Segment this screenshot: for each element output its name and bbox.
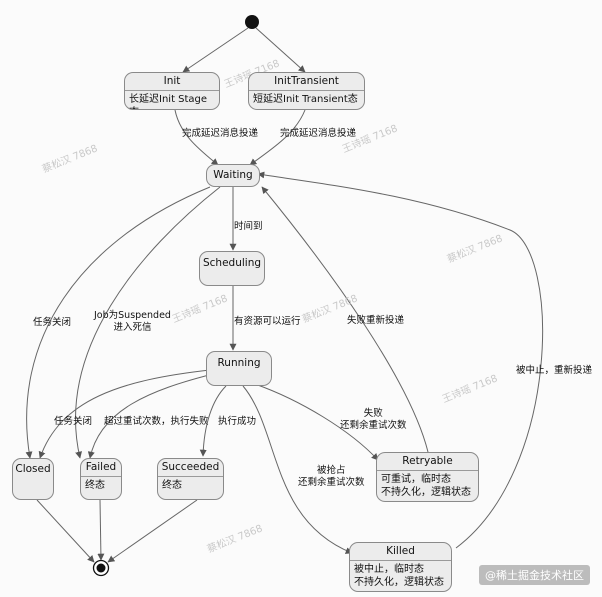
label-waiting-scheduling: 时间到	[234, 221, 263, 232]
edge-closed-end	[36, 499, 95, 563]
state-detail-line: 不持久化，逻辑状态	[381, 487, 471, 498]
label-retryable-waiting: 失败重新投递	[347, 315, 405, 326]
state-detail-line: 可重试，临时态	[381, 474, 451, 485]
state-title: InitTransient	[249, 73, 364, 91]
edge-running-succeeded	[199, 385, 227, 457]
edge-running-closed	[38, 369, 211, 459]
state-failed: Failed 终态	[80, 458, 122, 500]
edge-succeeded-end	[107, 499, 198, 563]
label-running-retryable: 失败 还剩余重试次数	[340, 408, 407, 431]
state-title: Init	[125, 73, 219, 91]
state-title: Retryable	[377, 453, 478, 471]
edge-init-waiting	[174, 109, 219, 166]
state-scheduling: Scheduling	[199, 251, 265, 286]
label-init-waiting: 完成延迟消息投递	[182, 128, 259, 139]
state-init: Init 长延迟Init Stage态	[124, 72, 220, 110]
state-waiting: Waiting	[206, 164, 260, 187]
state-title: Succeeded	[158, 459, 223, 477]
state-succeeded: Succeeded 终态	[157, 458, 224, 500]
edge-killed-waiting	[257, 171, 543, 549]
label-scheduling-running: 有资源可以运行	[234, 316, 301, 327]
state-retryable: Retryable 可重试，临时态 不持久化，逻辑状态	[376, 452, 479, 502]
state-detail: 长延迟Init Stage态	[129, 94, 208, 109]
edge-waiting-failed	[75, 186, 221, 459]
edge-retryable-waiting	[261, 186, 429, 453]
state-title: Waiting	[213, 169, 253, 181]
end-node	[92, 559, 110, 577]
state-killed: Killed 被中止，临时态 不持久化，逻辑状态	[349, 542, 452, 592]
edge-waiting-closed	[25, 186, 211, 459]
state-detail: 短延迟Init Transient态	[253, 94, 358, 105]
edge-init-transient-waiting	[249, 109, 306, 166]
label-running-killed: 被抢占 还剩余重试次数	[298, 465, 365, 488]
edge-running-retryable	[254, 383, 379, 461]
state-running: Running	[206, 351, 272, 386]
state-title: Running	[217, 357, 261, 369]
edge-start-init-transient	[255, 27, 306, 73]
state-detail: 终态	[85, 480, 105, 491]
edge-start-init	[182, 27, 249, 73]
start-node	[245, 15, 259, 29]
label-waiting-closed: 任务关闭	[33, 317, 72, 328]
state-closed: Closed	[12, 458, 54, 500]
edge-running-killed	[242, 385, 353, 554]
edge-running-failed	[87, 373, 214, 459]
label-killed-waiting: 被中止，重新投递	[516, 365, 593, 376]
label-running-failed: 超过重试次数，执行失败	[104, 416, 209, 427]
state-detail-line: 不持久化，逻辑状态	[354, 577, 444, 588]
state-title: Scheduling	[202, 257, 262, 269]
edge-failed-end	[97, 499, 105, 561]
state-title: Killed	[350, 543, 451, 561]
state-title: Closed	[15, 463, 51, 475]
state-detail: 终态	[162, 480, 182, 491]
state-detail-line: 被中止，临时态	[354, 564, 424, 575]
state-init-transient: InitTransient 短延迟Init Transient态	[248, 72, 365, 110]
label-running-closed: 任务关闭	[54, 416, 93, 427]
state-title: Failed	[81, 459, 121, 477]
label-running-succeeded: 执行成功	[218, 416, 257, 427]
label-waiting-failed: Job为Suspended 进入死信	[94, 310, 171, 333]
brand-watermark: @稀土掘金技术社区	[479, 565, 590, 585]
label-init-transient-waiting: 完成延迟消息投递	[280, 128, 357, 139]
